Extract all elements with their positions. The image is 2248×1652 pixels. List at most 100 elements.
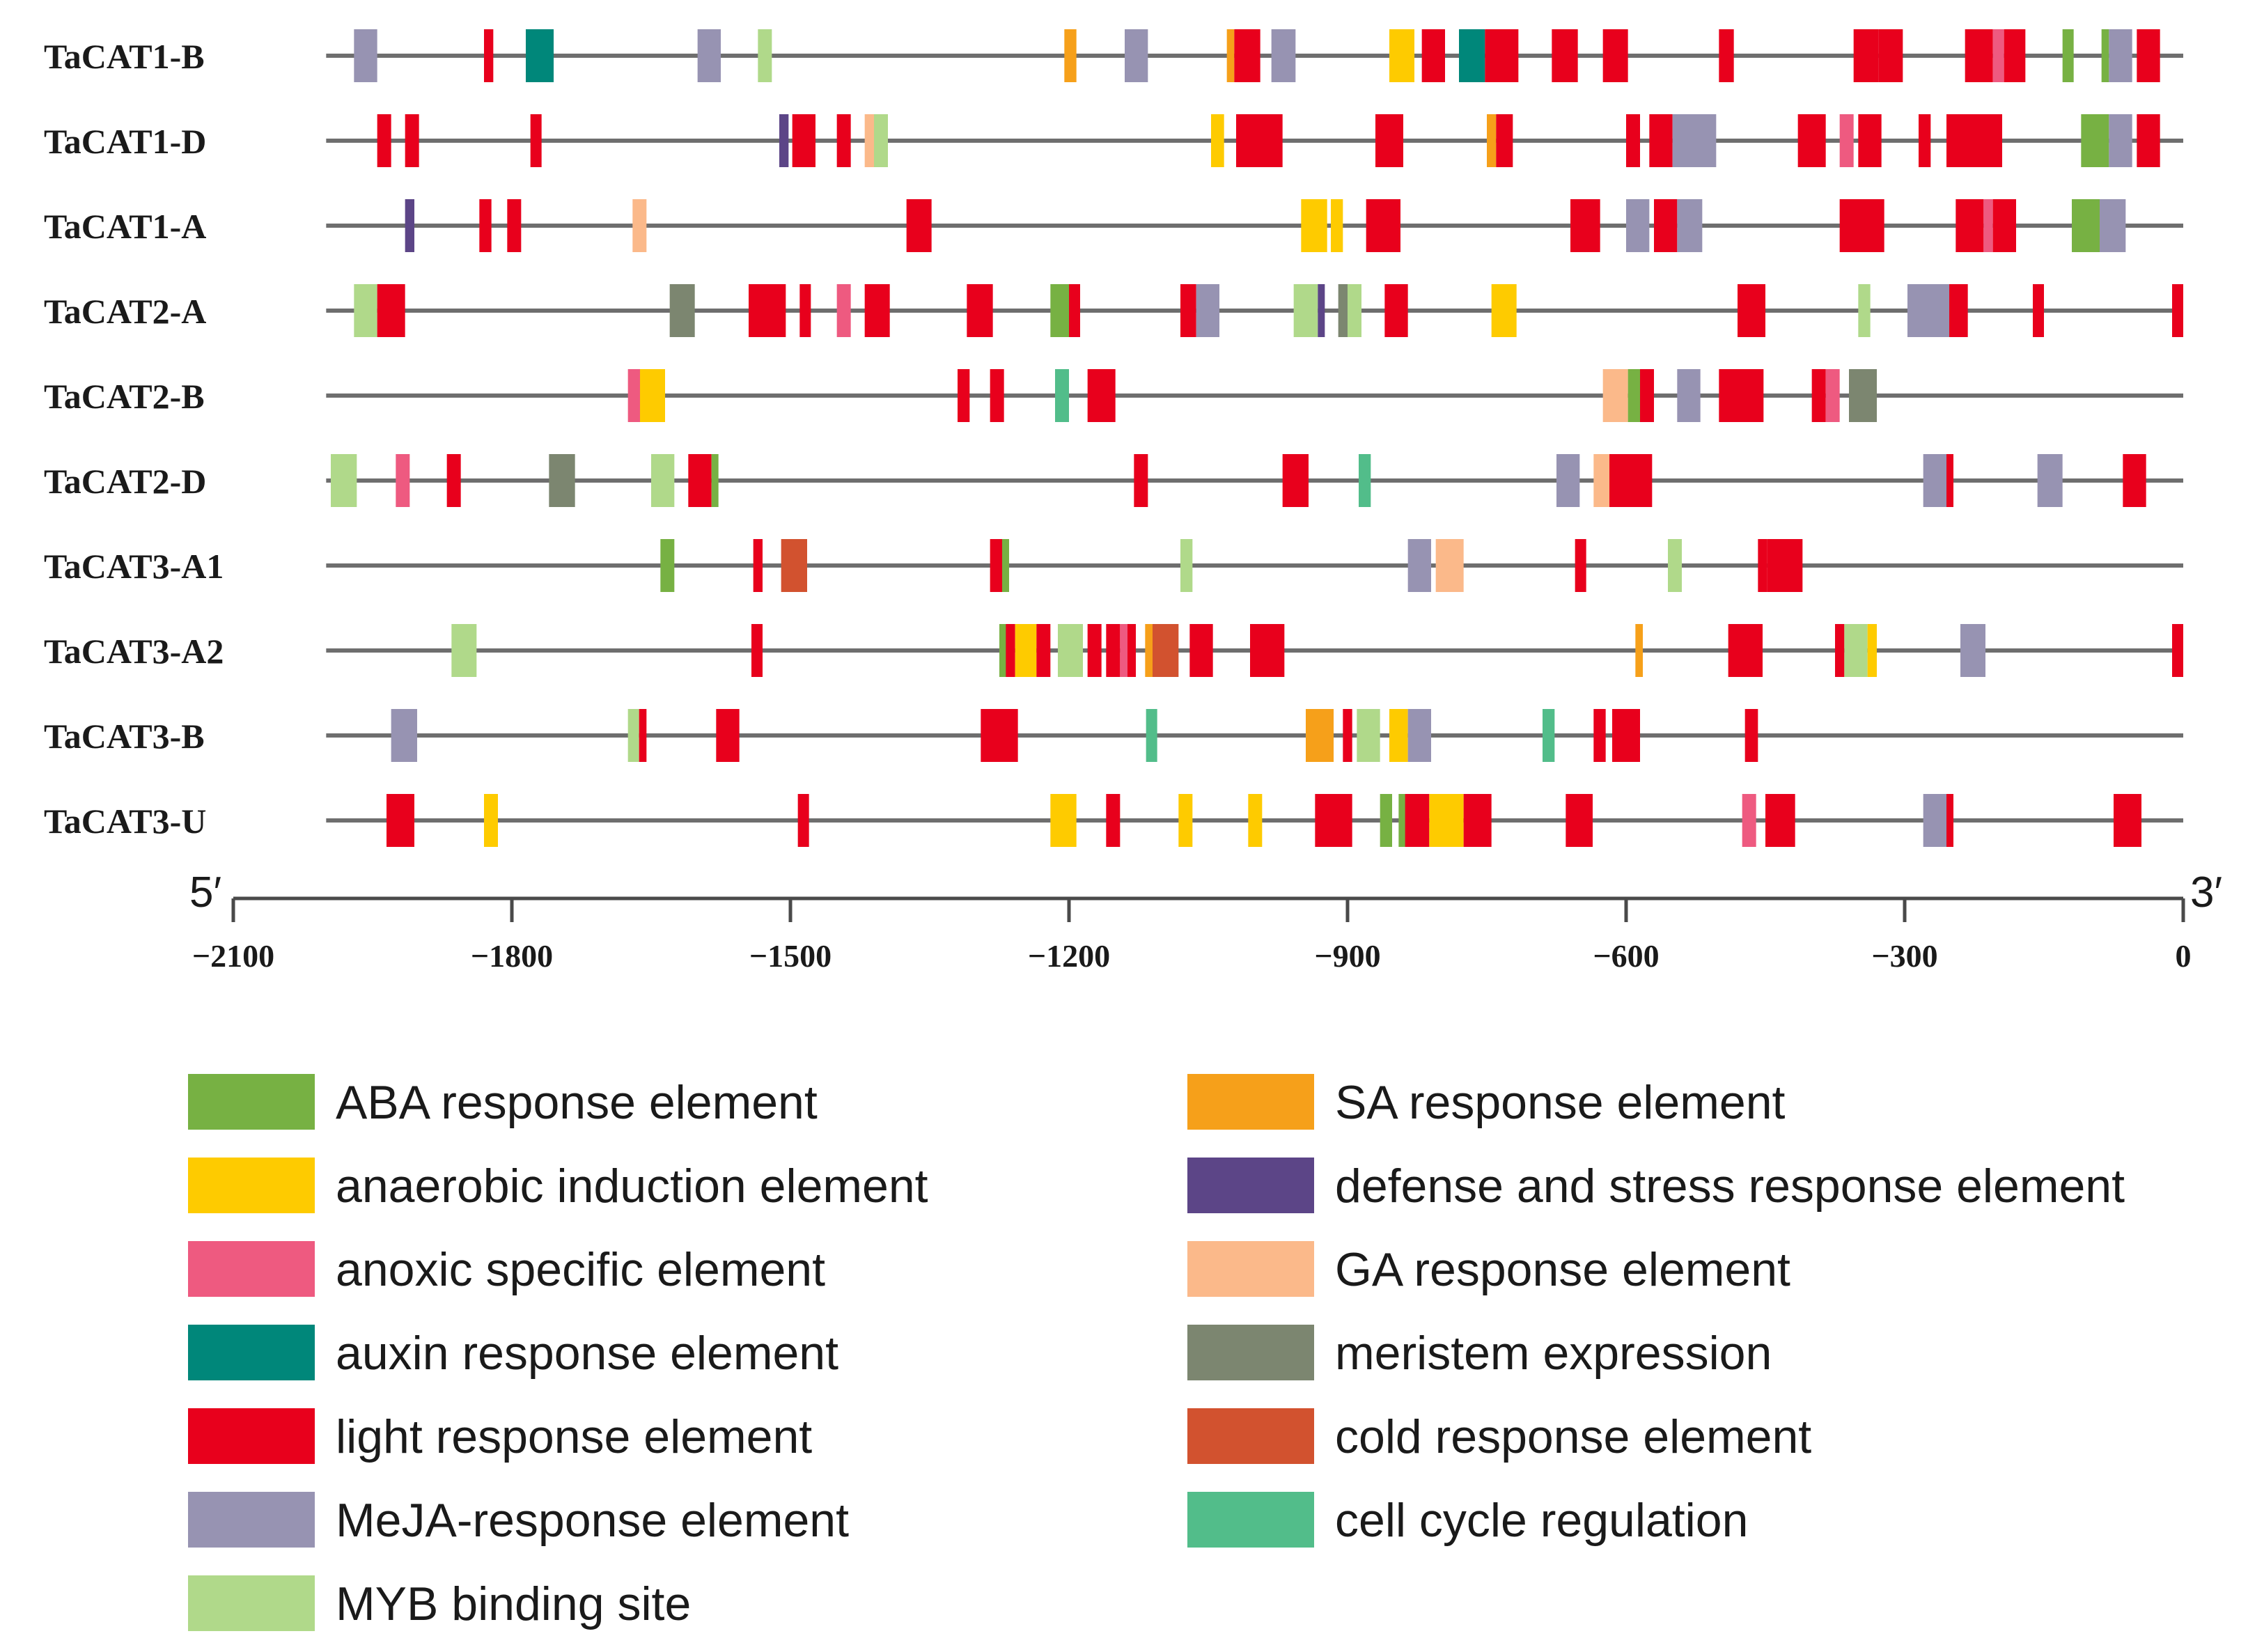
- element-box-light: [981, 709, 1018, 762]
- element-box-ga: [864, 114, 874, 167]
- gene-label: TaCAT2-A: [44, 292, 206, 331]
- gene-track: TaCAT1-A: [44, 199, 2183, 252]
- legend-label: cold response element: [1335, 1410, 1811, 1463]
- element-box-myb: [1348, 284, 1361, 337]
- legend-label: anoxic specific element: [336, 1243, 825, 1296]
- element-box-meja: [1125, 29, 1148, 82]
- element-box-meja: [1923, 454, 1946, 507]
- legend-label: anaerobic induction element: [336, 1160, 928, 1213]
- element-box-aba: [2081, 114, 2109, 167]
- element-box-meja: [1672, 114, 1717, 167]
- element-box-light: [797, 794, 809, 847]
- element-box-light: [1612, 709, 1640, 762]
- element-box-sa: [1306, 709, 1334, 762]
- element-box-meja: [1556, 454, 1580, 507]
- element-box-light: [1946, 114, 1960, 167]
- legend-item: GA response element: [1187, 1241, 1790, 1297]
- element-box-light: [530, 114, 542, 167]
- legend-item: MeJA-response element: [188, 1492, 849, 1548]
- legend-swatch: [188, 1575, 315, 1631]
- element-box-light: [639, 709, 647, 762]
- element-box-cold: [1153, 624, 1179, 677]
- element-box-light: [1234, 29, 1260, 82]
- legend-swatch: [188, 1158, 315, 1213]
- gene-label: TaCAT3-A2: [44, 632, 224, 671]
- legend-item: MYB binding site: [188, 1575, 691, 1631]
- element-box-myb: [651, 454, 675, 507]
- element-box-light: [387, 794, 414, 847]
- element-box-anoxic: [1983, 199, 1993, 252]
- element-box-anaerobic: [1178, 794, 1193, 847]
- element-box-light: [864, 284, 890, 337]
- element-box-anaerobic: [484, 794, 498, 847]
- element-box-anoxic: [1742, 794, 1756, 847]
- element-box-light: [1496, 114, 1513, 167]
- element-box-meja: [1196, 284, 1219, 337]
- element-box-light: [1728, 624, 1763, 677]
- tick-label: 0: [2176, 938, 2192, 974]
- three-prime-label: 3′: [2190, 868, 2222, 917]
- element-box-light: [2004, 29, 2026, 82]
- element-box-light: [753, 539, 763, 592]
- element-box-light: [377, 284, 405, 337]
- element-box-ga: [1602, 369, 1628, 422]
- legend-item: defense and stress response element: [1187, 1158, 2125, 1213]
- element-box-anoxic: [1825, 369, 1840, 422]
- gene-label: TaCAT1-B: [44, 37, 205, 76]
- element-box-light: [1946, 454, 1953, 507]
- element-box-myb: [1180, 539, 1193, 592]
- element-box-light: [1811, 369, 1826, 422]
- legend-item: light response element: [188, 1408, 812, 1464]
- element-box-light: [1575, 539, 1586, 592]
- legend-swatch: [1187, 1158, 1314, 1213]
- element-box-anaerobic: [1248, 794, 1263, 847]
- element-box-anaerobic: [1435, 794, 1464, 847]
- element-box-sa: [1487, 114, 1497, 167]
- gene-track: TaCAT2-B: [44, 369, 2183, 422]
- legend-swatch: [1187, 1408, 1314, 1464]
- element-box-meja: [1923, 794, 1946, 847]
- element-box-sa: [1635, 624, 1643, 677]
- legend-label: MeJA-response element: [336, 1494, 849, 1547]
- gene-track: TaCAT3-B: [44, 709, 2183, 762]
- gene-label: TaCAT3-U: [44, 802, 206, 841]
- tick-label: −1200: [1028, 938, 1110, 974]
- element-box-myb: [451, 624, 477, 677]
- element-box-light: [2123, 454, 2146, 507]
- element-box-aba: [2072, 199, 2100, 252]
- legend-label: light response element: [336, 1410, 812, 1463]
- element-box-light: [484, 29, 494, 82]
- element-box-ga: [632, 199, 647, 252]
- legend-label: ABA response element: [336, 1076, 818, 1129]
- element-box-meristem: [549, 454, 575, 507]
- element-box-sa: [1064, 29, 1077, 82]
- element-box-light: [507, 199, 522, 252]
- element-box-light: [1485, 29, 1519, 82]
- element-box-light: [1649, 114, 1673, 167]
- element-box-light: [1992, 199, 2016, 252]
- element-box-aba: [2101, 29, 2109, 82]
- element-box-light: [1946, 794, 1953, 847]
- gene-label: TaCAT2-B: [44, 377, 205, 416]
- element-box-myb: [1668, 539, 1682, 592]
- legend-label: auxin response element: [336, 1327, 838, 1380]
- element-box-light: [405, 114, 419, 167]
- legend-swatch: [188, 1492, 315, 1548]
- element-box-myb: [758, 29, 772, 82]
- element-box-myb: [874, 114, 888, 167]
- element-box-cellcycle: [1359, 454, 1371, 507]
- legend-label: SA response element: [1335, 1076, 1786, 1129]
- tick-label: −1500: [749, 938, 832, 974]
- element-box-meja: [354, 29, 377, 82]
- element-box-aba: [1398, 794, 1406, 847]
- element-box-light: [2172, 624, 2183, 677]
- element-box-myb: [1357, 709, 1380, 762]
- element-box-anaerobic: [1331, 199, 1343, 252]
- element-box-light: [1956, 199, 1984, 252]
- element-box-myb: [627, 709, 639, 762]
- element-box-cellcycle: [1146, 709, 1157, 762]
- element-box-light: [1949, 284, 1968, 337]
- element-box-sa: [1226, 29, 1235, 82]
- element-box-myb: [354, 284, 377, 337]
